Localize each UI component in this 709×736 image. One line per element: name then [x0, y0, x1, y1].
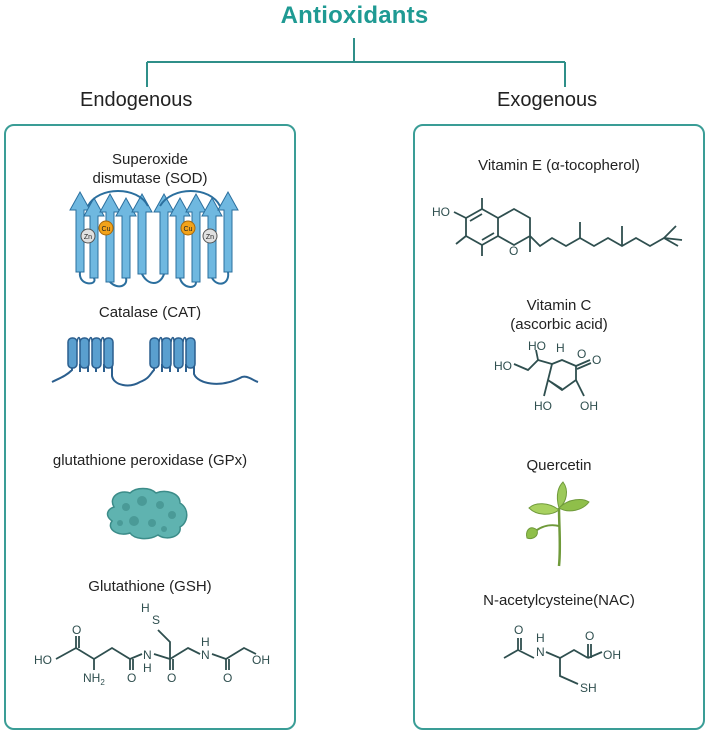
gpx-label: glutathione peroxidase (GPx): [52, 452, 248, 469]
nac-o-label-1: O: [514, 623, 523, 637]
gsh-o-label-4: O: [223, 671, 232, 685]
gsh-oh-label: OH: [252, 653, 270, 667]
catalase-membrane-protein-icon: [51, 336, 259, 387]
vit-c-ho-label-3: HO: [534, 399, 552, 413]
zn-ion-label-right: Zn: [206, 234, 214, 241]
glutathione-structure-icon: HO O NH2 O N H S H O N H O OH: [34, 602, 270, 687]
sod-protein-structure-icon: Zn Cu Cu Zn: [69, 190, 239, 288]
vit-e-ho-label: HO: [432, 205, 450, 219]
gsh-h-label-1: H: [143, 661, 152, 675]
gsh-o-label-1: O: [72, 623, 81, 637]
nac-n-label: N: [536, 645, 545, 659]
gsh-h-label-s: H: [141, 602, 150, 615]
nac-o-label-2: O: [585, 629, 594, 643]
vitamin-c-structure-icon: HO HO H O O HO OH: [494, 340, 601, 413]
gsh-o-label-2: O: [127, 671, 136, 685]
catalase-label: Catalase (CAT): [98, 304, 202, 321]
vitamin-e-structure-icon: HO O: [432, 198, 683, 258]
plant-sprout-icon: [526, 481, 590, 567]
vitamin-c-label: Vitamin C (ascorbic acid): [510, 297, 608, 333]
cu-ion-label-right: Cu: [184, 226, 193, 233]
gsh-h-label-2: H: [201, 635, 210, 649]
vitamin-e-label: Vitamin E (α-tocopherol): [478, 157, 640, 174]
gsh-n-label-1: N: [143, 648, 152, 662]
vit-c-oh-label: OH: [580, 399, 598, 413]
nac-label: N-acetylcysteine(NAC): [483, 592, 635, 609]
gsh-n-label-2: N: [201, 648, 210, 662]
gsh-o-label-3: O: [167, 671, 176, 685]
quercetin-label: Quercetin: [526, 457, 592, 474]
vit-c-carbonyl-o-label: O: [592, 353, 601, 367]
exogenous-heading: Exogenous: [497, 89, 598, 111]
gsh-ho-label: HO: [34, 653, 52, 667]
cu-ion-label-left: Cu: [102, 226, 111, 233]
gsh-label: Glutathione (GSH): [88, 578, 212, 595]
gsh-s-label: S: [152, 613, 160, 627]
diagram-title: Antioxidants: [280, 2, 429, 29]
endogenous-panel: [4, 124, 296, 730]
vit-c-ho-label-1: HO: [494, 359, 512, 373]
tree-connector: [146, 38, 566, 87]
nac-oh-label: OH: [603, 648, 621, 662]
gpx-protein-blob-icon: [106, 487, 188, 540]
gsh-nh-label: NH2: [83, 671, 105, 687]
nac-h-label: H: [536, 631, 545, 645]
vit-c-h-label: H: [556, 341, 565, 355]
zn-ion-label-left: Zn: [84, 234, 92, 241]
vit-c-ho-label-2: HO: [528, 340, 546, 353]
exogenous-panel: [413, 124, 705, 730]
vit-e-o-label: O: [509, 244, 518, 258]
endogenous-heading: Endogenous: [80, 89, 193, 111]
sod-label: Superoxide dismutase (SOD): [92, 151, 208, 187]
vit-c-ring-o-label: O: [577, 347, 586, 361]
nac-structure-icon: O N H O OH SH: [503, 623, 621, 695]
nac-sh-label: SH: [580, 681, 597, 695]
